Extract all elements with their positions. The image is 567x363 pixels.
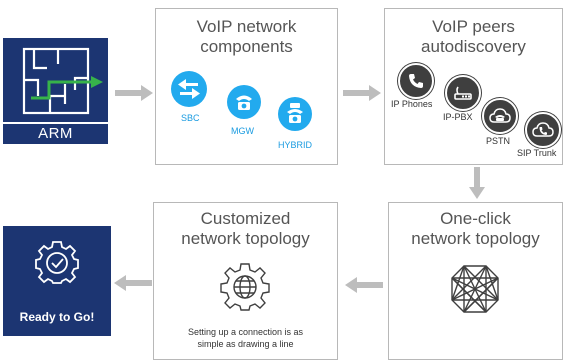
pstn-label: PSTN — [486, 136, 511, 146]
arrow-customized-to-ready — [114, 275, 152, 291]
hybrid-label: HYBRID — [278, 140, 313, 150]
oneclick-box: One-click network topology — [388, 202, 563, 360]
gateway-phone-icon — [227, 85, 261, 119]
arm-label: ARM — [38, 125, 73, 142]
ip-pbx-label: IP-PBX — [443, 112, 473, 122]
sbc-label: SBC — [181, 113, 200, 123]
ready-tile: Ready to Go! — [3, 226, 111, 336]
sip-cloud-handset-icon — [525, 112, 561, 148]
floorplan-arrow-icon — [3, 38, 108, 122]
oneclick-title: One-click network topology — [411, 209, 540, 248]
mesh-network-icon — [449, 263, 501, 315]
ip-phones-label: IP Phones — [391, 99, 433, 109]
ready-label: Ready to Go! — [19, 310, 95, 324]
components-title: VoIP network components — [196, 17, 297, 56]
swap-arrows-icon — [171, 71, 207, 107]
globe-gear-icon — [220, 261, 270, 311]
customized-title: Customized network topology — [181, 209, 310, 248]
pstn-cloud-phone-icon — [482, 98, 518, 134]
customized-caption: Setting up a connection is as simple as … — [187, 327, 304, 349]
arrow-oneclick-to-customized — [345, 277, 383, 293]
mgw-label: MGW — [231, 126, 254, 136]
arm-label-bar: ARM — [3, 122, 108, 144]
handset-icon — [398, 63, 434, 99]
sip-trunk-label: SIP Trunk — [517, 148, 557, 158]
hybrid-phone-icon — [278, 97, 312, 131]
components-box: VoIP network components SBC MGW — [155, 8, 338, 165]
pbx-icon — [445, 75, 481, 111]
arm-tile: ARM — [3, 38, 108, 144]
arrow-components-to-peers — [343, 85, 381, 101]
peers-box: VoIP peers autodiscovery IP Phones IP-PB… — [384, 8, 563, 165]
arrow-arm-to-components — [115, 85, 153, 101]
gear-check-icon — [35, 240, 79, 284]
customized-box: Customized network topology Setting up a… — [153, 202, 338, 360]
peers-title: VoIP peers autodiscovery — [421, 17, 526, 56]
arrow-peers-to-oneclick — [469, 167, 485, 199]
